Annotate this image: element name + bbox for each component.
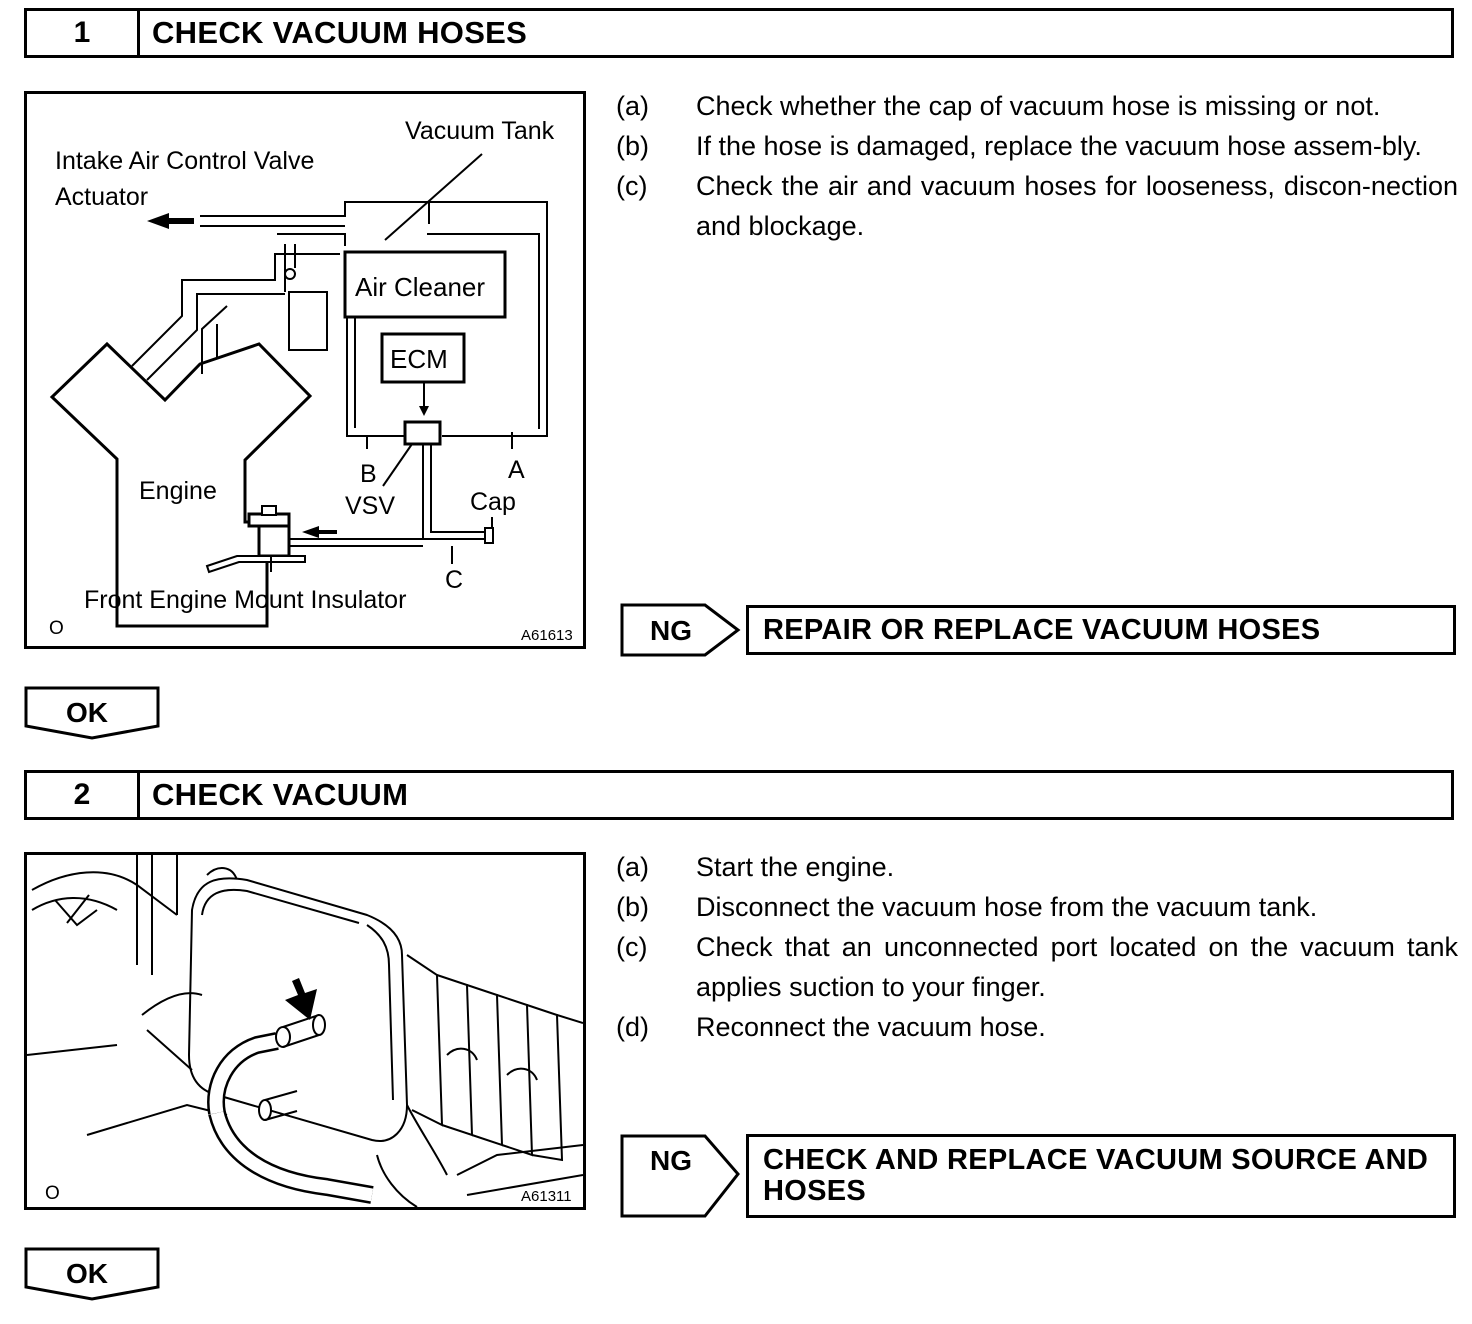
instruction-label: (c) bbox=[616, 932, 648, 962]
intake-label-line1: Intake Air Control Valve bbox=[55, 147, 314, 175]
air-cleaner-box bbox=[343, 250, 507, 319]
ng-action-text-line2: HOSES bbox=[763, 1175, 867, 1207]
step-2-header: 2 CHECK VACUUM bbox=[24, 770, 1454, 820]
port-arrow bbox=[285, 978, 317, 1020]
instruction-text: Disconnect the vacuum hose from the vacu… bbox=[696, 892, 1318, 922]
instruction-item: (c) Check that an unconnected port locat… bbox=[616, 927, 1458, 1007]
figure-id: A61613 bbox=[521, 627, 573, 644]
ng-action-text-line1: CHECK AND REPLACE VACUUM SOURCE AND bbox=[763, 1144, 1429, 1176]
ng-action-box: CHECK AND REPLACE VACUUM SOURCE AND HOSE… bbox=[746, 1134, 1456, 1218]
instruction-text: Check the air and vacuum hoses for loose… bbox=[696, 171, 1458, 241]
mount-label: Front Engine Mount Insulator bbox=[84, 586, 406, 614]
instruction-item: (a) Start the engine. bbox=[616, 847, 1458, 887]
step-title: CHECK VACUUM HOSES bbox=[152, 15, 528, 50]
instruction-label: (a) bbox=[616, 91, 649, 121]
instruction-text: Reconnect the vacuum hose. bbox=[696, 1012, 1046, 1042]
instruction-label: (b) bbox=[616, 892, 649, 922]
instruction-text: Start the engine. bbox=[696, 852, 895, 882]
vacuum-tank-label: Vacuum Tank bbox=[405, 117, 555, 145]
instruction-text: Check whether the cap of vacuum hose is … bbox=[696, 91, 1381, 121]
engine-label: Engine bbox=[139, 477, 217, 505]
instruction-label: (d) bbox=[616, 1012, 649, 1042]
instruction-text: Check that an unconnected port located o… bbox=[696, 932, 1458, 1002]
instruction-label: (a) bbox=[616, 852, 649, 882]
hose-c-label: C bbox=[445, 566, 463, 594]
instruction-label: (c) bbox=[616, 171, 648, 201]
ng-action-text: REPAIR OR REPLACE VACUUM HOSES bbox=[763, 614, 1321, 646]
instruction-item: (b) If the hose is damaged, replace the … bbox=[616, 126, 1458, 166]
step-number: 2 bbox=[27, 773, 140, 817]
step-number: 1 bbox=[27, 11, 140, 55]
hose-a-label: A bbox=[508, 456, 525, 484]
step-title: CHECK VACUUM bbox=[152, 777, 409, 812]
air-cleaner-label: Air Cleaner bbox=[355, 272, 485, 302]
ok-label: OK bbox=[66, 697, 108, 728]
instruction-item: (a) Check whether the cap of vacuum hose… bbox=[616, 86, 1458, 126]
step-1-instructions: (a) Check whether the cap of vacuum hose… bbox=[616, 86, 1458, 246]
ecm-box bbox=[380, 332, 466, 384]
instruction-item: (d) Reconnect the vacuum hose. bbox=[616, 1007, 1458, 1047]
instruction-label: (b) bbox=[616, 131, 649, 161]
ng-action-box: REPAIR OR REPLACE VACUUM HOSES bbox=[746, 605, 1456, 655]
step-2-instructions: (a) Start the engine. (b) Disconnect the… bbox=[616, 847, 1458, 1047]
hose-b-label: B bbox=[360, 460, 377, 488]
ng-arrow: NG bbox=[620, 603, 741, 657]
figure-corner-mark: O bbox=[49, 618, 64, 639]
ng-label: NG bbox=[650, 615, 692, 646]
actuator-arrow bbox=[147, 213, 194, 229]
intake-label-line2: Actuator bbox=[55, 183, 148, 211]
instruction-item: (b) Disconnect the vacuum hose from the … bbox=[616, 887, 1458, 927]
ng-label: NG bbox=[650, 1145, 692, 1176]
valve-block bbox=[288, 291, 328, 351]
instruction-text: If the hose is damaged, replace the vacu… bbox=[696, 131, 1422, 161]
ok-label: OK bbox=[66, 1258, 108, 1289]
step-1-header: 1 CHECK VACUUM HOSES bbox=[24, 8, 1454, 58]
ok-arrow: OK bbox=[24, 686, 160, 740]
vacuum-tank-illustration: O A61311 bbox=[24, 852, 586, 1210]
ng-arrow: NG bbox=[620, 1134, 740, 1218]
instruction-item: (c) Check the air and vacuum hoses for l… bbox=[616, 166, 1458, 246]
vsv-label: VSV bbox=[345, 492, 395, 520]
vacuum-hose-diagram: Air Cleaner ECM bbox=[24, 91, 586, 649]
figure-id: A61311 bbox=[521, 1188, 572, 1205]
vsv-box bbox=[403, 420, 442, 446]
figure-corner-mark: O bbox=[45, 1183, 60, 1204]
cap-label: Cap bbox=[470, 488, 516, 516]
ecm-label: ECM bbox=[390, 344, 448, 374]
ok-arrow: OK bbox=[24, 1247, 160, 1301]
